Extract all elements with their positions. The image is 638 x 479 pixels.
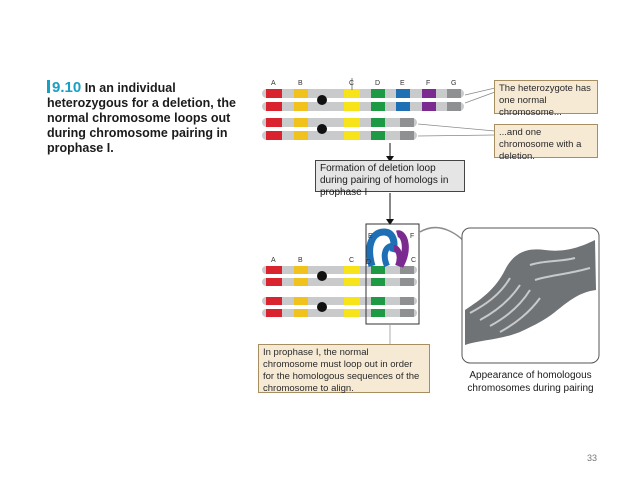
figure-title: 9.10 In an individual heterozygous for a…	[47, 80, 257, 156]
callout-normal: The heterozygote has one normal chromoso…	[494, 80, 598, 118]
svg-text:C: C	[349, 257, 354, 264]
deletion-chromosome	[262, 118, 417, 140]
svg-text:E: E	[368, 233, 373, 240]
paired-homologs	[262, 228, 417, 317]
gene-label: G	[451, 80, 456, 87]
callout-formation: Formation of deletion loop during pairin…	[315, 160, 465, 198]
figure-marker	[47, 80, 50, 93]
gene-labels-bottom: A B C D E F C	[271, 233, 416, 266]
centromere	[317, 95, 327, 105]
figure-caption: In an individual heterozygous for a dele…	[47, 81, 236, 155]
callout-prophase: In prophase I, the normal chromosome mus…	[258, 344, 430, 394]
gene-label: A	[271, 80, 276, 87]
gene-label: B	[298, 80, 303, 87]
micrograph-panel	[461, 227, 600, 364]
svg-text:F: F	[410, 233, 414, 240]
chromatid-base	[262, 89, 464, 98]
gene-label: C	[349, 80, 354, 87]
gene-label: D	[375, 80, 380, 87]
micrograph-caption: Appearance of homologous chromosomes dur…	[467, 370, 594, 394]
centromere	[317, 124, 327, 134]
gene-label: E	[400, 80, 405, 87]
svg-text:A: A	[271, 257, 276, 264]
normal-chromosome	[262, 89, 464, 111]
loop-highlight-box	[365, 223, 420, 325]
page-number: 33	[587, 453, 598, 463]
gene-label: F	[426, 80, 430, 87]
svg-text:B: B	[298, 257, 303, 264]
gene-labels-top: A B C D E F G	[271, 80, 456, 87]
callout-deletion: ...and one chromosome with a deletion.	[494, 124, 598, 162]
figure-number: 9.10	[52, 79, 82, 96]
svg-text:C: C	[411, 257, 416, 264]
svg-text:D: D	[366, 259, 371, 266]
